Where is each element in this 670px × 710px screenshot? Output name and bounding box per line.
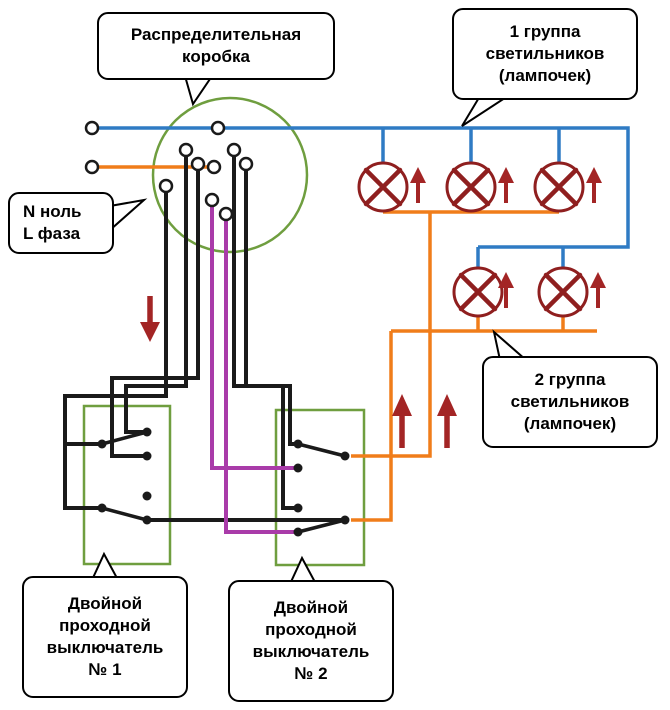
up-arrow-icon xyxy=(437,394,457,448)
up-arrow-icon xyxy=(590,272,606,308)
label-line: светильников xyxy=(510,392,630,411)
label-line: Двойной xyxy=(67,594,143,613)
junction-box-label: Распределительная коробка xyxy=(97,12,335,80)
group2-label: 2 группа светильников (лампочек) xyxy=(482,356,658,448)
terminal-junction xyxy=(178,142,194,158)
up-arrow-icon xyxy=(586,167,602,203)
callout-tail xyxy=(461,95,512,127)
switch1-label: Двойной проходной выключатель № 1 xyxy=(22,576,188,698)
switch2-outline xyxy=(274,408,366,567)
label-line: выключатель xyxy=(252,642,370,661)
switch2-contact xyxy=(293,503,303,513)
label-line: светильников xyxy=(485,44,605,63)
traveler-wire-2 xyxy=(110,170,200,458)
label-line: выключатель xyxy=(46,638,164,657)
switch1-contact xyxy=(142,491,152,501)
lamp-symbol-group2-2 xyxy=(537,266,589,318)
traveler-wire-purple-1 xyxy=(210,206,294,470)
traveler-wire-1 xyxy=(124,156,188,434)
switch2-lower-blade xyxy=(297,518,346,534)
switch1-lower-common-contact xyxy=(97,503,107,513)
label-line: L фаза xyxy=(23,224,81,243)
junction-box-outline xyxy=(151,96,309,254)
label-line: Двойной xyxy=(273,598,349,617)
label-line: N ноль xyxy=(23,202,82,221)
callout-tail xyxy=(183,75,214,107)
switch2-upper-blade xyxy=(297,442,346,458)
traveler-wire-3 xyxy=(232,156,298,446)
terminal-junction xyxy=(210,120,226,136)
up-arrow-icon xyxy=(392,394,412,448)
switch2-lower-common-contact xyxy=(340,515,350,525)
lamp-symbol-group1-3 xyxy=(533,161,585,213)
switch1-contact xyxy=(142,515,152,525)
switch1-lower-blade xyxy=(101,506,148,522)
lamp-symbol-group1-1 xyxy=(357,161,409,213)
phase-riser-group2 xyxy=(351,331,393,522)
label-line: (лампочек) xyxy=(523,414,617,433)
terminal-junction xyxy=(218,206,234,222)
label-line: № 2 xyxy=(294,664,328,683)
switch2-upper-common-contact xyxy=(340,451,350,461)
traveler-wire-purple-2 xyxy=(224,220,294,534)
group1-label: 1 группа светильников (лампочек) xyxy=(452,8,638,100)
phase-feed-switch1 xyxy=(63,192,168,510)
lamp-symbol-group2-1 xyxy=(452,266,504,318)
terminal-junction xyxy=(158,178,174,194)
switch2-contact xyxy=(293,463,303,473)
label-line: (лампочек) xyxy=(498,66,592,85)
terminal-junction xyxy=(238,156,254,172)
switch1-contact xyxy=(142,427,152,437)
label-line: проходной xyxy=(265,620,357,639)
supply-label: N ноль L фаза xyxy=(8,192,114,254)
terminal-junction xyxy=(206,159,222,175)
switch2-contact xyxy=(293,527,303,537)
neutral-wire-main xyxy=(92,126,630,249)
label-line: № 1 xyxy=(88,660,122,679)
terminal-junction xyxy=(190,156,206,172)
label-line: проходной xyxy=(59,616,151,635)
switch1-upper-blade xyxy=(101,430,148,446)
terminal-phase-supply xyxy=(84,159,100,175)
switch2-label: Двойной проходной выключатель № 2 xyxy=(228,580,394,702)
terminal-junction xyxy=(204,192,220,208)
down-arrow-icon xyxy=(140,296,160,342)
up-arrow-icon xyxy=(410,167,426,203)
switch2-contact xyxy=(293,439,303,449)
lamp-symbol-group1-2 xyxy=(445,161,497,213)
up-arrow-icon xyxy=(498,272,514,308)
up-arrow-icon xyxy=(498,167,514,203)
label-line: Распределительная xyxy=(130,25,302,44)
switch1-contact xyxy=(142,451,152,461)
label-line: 1 группа xyxy=(509,22,581,41)
terminal-neutral-supply xyxy=(84,120,100,136)
phase-riser-group1 xyxy=(351,212,432,458)
label-line: коробка xyxy=(182,47,250,66)
switch1-upper-common-contact xyxy=(97,439,107,449)
label-line: 2 группа xyxy=(534,370,606,389)
callout-tail xyxy=(109,198,148,233)
traveler-wire-4 xyxy=(244,170,298,510)
terminal-junction xyxy=(226,142,242,158)
